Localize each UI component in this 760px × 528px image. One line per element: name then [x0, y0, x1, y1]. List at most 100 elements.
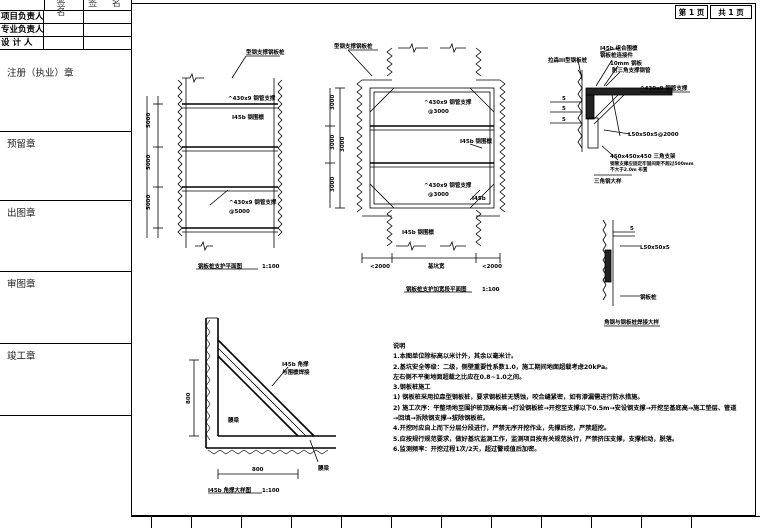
enlarged-plan-view: [325, 42, 506, 263]
corner-dim: 800: [186, 392, 192, 404]
stamp-label: 审图章: [7, 279, 36, 290]
corner-scale: 1:100: [262, 488, 280, 494]
project-lead-label: 项目负责人: [1, 11, 44, 23]
enlarged-bottom-dim: 基坑宽: [427, 262, 445, 270]
title-block-header: 签 名 签 名: [0, 0, 131, 18]
signature-header: 签 名: [44, 0, 84, 18]
sheet-pile-left: [177, 79, 183, 237]
plan-strut-label: ^430x9 钢管支撑: [228, 94, 276, 102]
bracket-label: I45b 组合围檩: [600, 44, 638, 52]
weld-title: 角钢与钢板桩焊接大样: [604, 318, 660, 326]
enlarged-label: I45b: [472, 196, 486, 202]
discipline-lead-signature: [44, 24, 84, 36]
enlarged-bottom-dim: <2000: [482, 264, 502, 270]
stamp-reserved: 预留章: [0, 132, 131, 201]
notes-heading: 说明: [393, 343, 406, 350]
stamp-label: 注册（执业）章: [7, 68, 74, 79]
bracket-label: L50x50x5@2000: [628, 132, 679, 138]
project-lead-signature: [44, 11, 84, 23]
discipline-lead-label: 专业负责人: [1, 24, 44, 36]
designer-signature: [44, 37, 84, 49]
corner-label: 腰梁: [317, 464, 330, 472]
pile-right: [499, 79, 506, 213]
bracket-label: 钢管支撑应固定牢固间距不超过500mm: [610, 160, 694, 167]
stamp-registration: 注册（执业）章: [0, 61, 131, 132]
plan-waler-label: I45b 钢围檩: [232, 113, 265, 121]
enlarged-dim: 3000: [330, 95, 336, 110]
page-number: 第 1 页: [675, 5, 708, 19]
notes-line: 左右侧不平衡地面超载之比应在0.8~1.0之间。: [393, 373, 526, 381]
plan-dim: 5000: [146, 155, 152, 170]
bracket-label: 10mm 钢板: [610, 59, 643, 67]
plan-scale: 1:100: [262, 264, 280, 270]
bottom-title-strip: [131, 516, 760, 528]
page-total: 共 1 页: [710, 5, 752, 19]
bracket-label: ^430x9 钢管支撑: [640, 84, 688, 92]
bracket-label: 不大于2.0m 布置: [610, 166, 648, 173]
title-block-row: 设 计 人: [0, 37, 131, 50]
enlarged-label: @3000: [428, 109, 449, 115]
pile-left: [356, 79, 363, 213]
corner-title: I45b 角撑大样图: [208, 486, 252, 494]
enlarged-label: ^430x9 钢管支撑: [424, 181, 472, 189]
corner-label: 与围檩焊接: [282, 368, 310, 376]
stamp-as-built: 竣工章: [0, 344, 131, 414]
bracket-title: 三角钢大样: [594, 177, 622, 185]
notes-line: 5.应按规行规范要求，做好基坑监测工作，监测项目按有关规范执行，严禁挤压支撑，支…: [393, 435, 679, 443]
bracket-detail: [550, 47, 690, 161]
enlarged-label: I45b 钢围檩: [402, 228, 435, 236]
weld-label: L50x50x5: [640, 245, 670, 251]
stamp-label: 出图章: [7, 208, 36, 219]
notes-line: 6.监测频率：开挖过程1次/2天，超过警戒值后加密。: [393, 445, 541, 453]
plan-strut-spacing: @5000: [229, 209, 250, 215]
plan-title: 钢板桩支护平面图: [198, 262, 243, 270]
corner-label: I45b 角撑: [282, 360, 309, 368]
enlarged-bottom-dim: <2000: [370, 264, 390, 270]
weld-detail: [602, 219, 640, 306]
corner-label: 腰梁: [227, 416, 240, 424]
notes-line: 1.本图单位除标高以米计外，其余以毫米计。: [393, 353, 518, 361]
enlarged-dim: 3000: [340, 137, 346, 152]
plan-strut-label: ^430x9 钢管支撑: [229, 198, 277, 206]
designer-label: 设 计 人: [0, 37, 44, 49]
bracket-label: 拉森III型钢板桩: [548, 56, 588, 64]
enlarged-title: 钢板桩支护加宽段平面图: [406, 285, 467, 293]
general-notes: 说明 1.本图单位除标高以米计外，其余以毫米计。 2.基坑安全等级：二级，侧壁重…: [393, 342, 753, 455]
bracket-dim: 5: [562, 96, 566, 102]
title-block: 签 名 签 名 项目负责人 专业负责人 设 计 人 注册（执业）章 预留章 出图…: [0, 0, 132, 416]
notes-line: →回填→拆除钢支撑→拔除钢板桩。: [393, 415, 489, 423]
enlarged-label: @3000: [428, 192, 449, 198]
notes-line: 2.基坑安全等级：二级，侧壁重要性系数1.0，施工期间地面超载考虑20kPa。: [393, 363, 612, 371]
bracket-label: 钢板桩连接件: [600, 51, 634, 59]
stamp-label: 预留章: [7, 139, 36, 150]
weld-dim: 5: [630, 226, 634, 232]
stamp-review: 审图章: [0, 272, 131, 344]
enlarged-scale: 1:100: [482, 287, 500, 293]
weld-label: 钢板桩: [640, 293, 657, 301]
plan-dim: 5000: [146, 195, 152, 210]
plan-callout: 型钢支撑钢板桩: [246, 48, 285, 56]
corner-dim: 800: [252, 467, 264, 473]
enlarged-dim: 3000: [330, 135, 336, 150]
enlarged-label: I45b 钢围檩: [460, 137, 493, 145]
bracket-dim: 5: [562, 106, 566, 112]
title-block-row: 项目负责人: [0, 11, 131, 24]
enlarged-dim: 3000: [330, 177, 336, 192]
plan-view: [146, 55, 283, 252]
sheet-pile-right: [277, 79, 283, 237]
notes-line: 4.开挖时应自上而下分层分段进行，严禁无序开挖作业，先撑后挖，严禁超挖。: [393, 425, 611, 433]
notes-line: 2) 施工次序：平整场地至围护桩顶高标高→打设钢板桩→开挖至支撑以下0.5m→安…: [393, 404, 737, 412]
enlarged-label: ^430x9 钢管支撑: [424, 98, 472, 106]
enlarged-callout: 型钢支撑钢板桩: [334, 42, 373, 50]
notes-line: 1) 钢板桩采用拉森型钢板桩，要求钢板桩无锈蚀，咬合缝紧密，如有渗漏需进行防水措…: [393, 394, 644, 402]
stamp-label: 竣工章: [7, 351, 36, 362]
stamp-issue: 出图章: [0, 201, 131, 272]
notes-line: 3.钢板桩施工: [393, 384, 431, 392]
title-block-row: 专业负责人: [0, 24, 131, 37]
plan-dim: 5000: [146, 113, 152, 128]
bracket-dim: 5: [562, 117, 566, 123]
bracket-label: 450x450x450 三角支架: [610, 152, 676, 160]
bracket-label: 附三角支撑钢管: [612, 66, 651, 74]
